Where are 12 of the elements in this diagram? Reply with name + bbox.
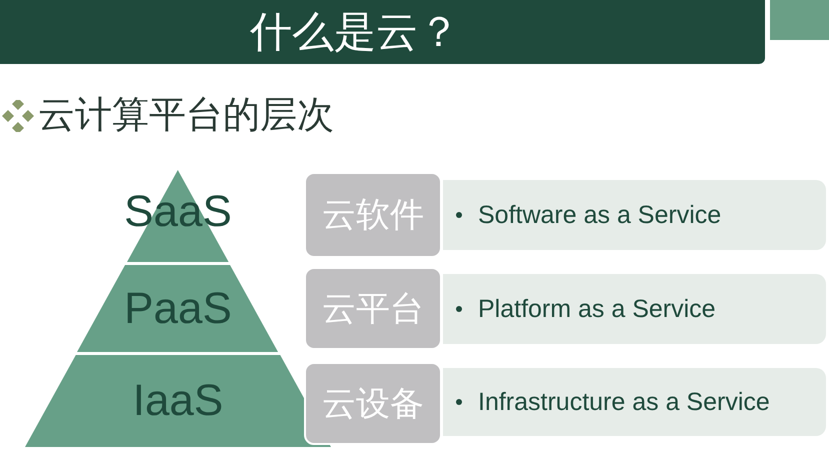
- description-box: [443, 180, 826, 250]
- description-box: [443, 368, 826, 436]
- category-box: 云平台: [304, 267, 442, 350]
- category-box: 云设备: [304, 362, 442, 445]
- description-box: [443, 274, 826, 344]
- service-text: Software as a Service: [478, 200, 722, 230]
- category-box: 云软件: [304, 172, 442, 258]
- subtitle-text: 云计算平台的层次: [38, 92, 334, 138]
- pyramid-layer: PaaS: [77, 265, 279, 352]
- service-text: Platform as a Service: [478, 294, 716, 324]
- title-text: 什么是云？: [250, 7, 460, 57]
- service-text: Infrastructure as a Service: [478, 387, 770, 417]
